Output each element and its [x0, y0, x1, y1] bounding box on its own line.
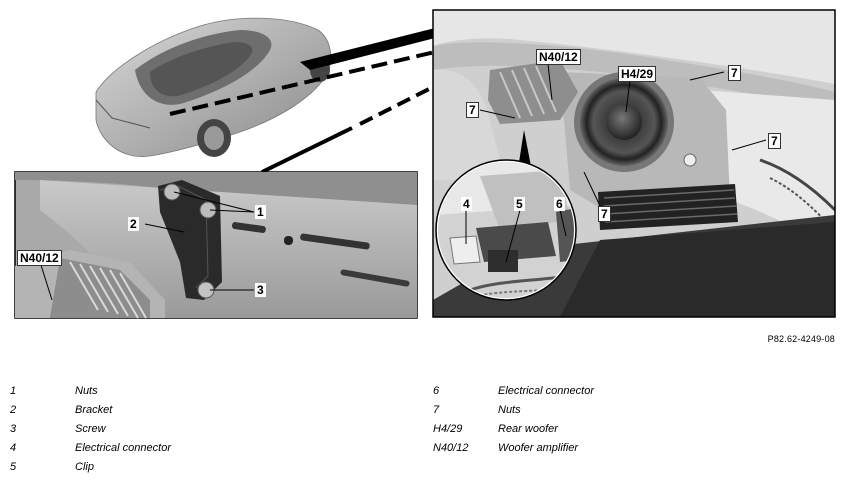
callout-3: 3 [255, 283, 266, 297]
legend-row: 2 Bracket [10, 400, 171, 419]
legend-key: 2 [10, 403, 17, 416]
car-overview [95, 17, 332, 157]
connector-zoom-inset [435, 159, 577, 301]
pointer-wedge-top [300, 28, 435, 70]
pointer-line-left-panel [261, 126, 353, 174]
callout-h4-29: H4/29 [618, 66, 657, 82]
legend-key: 5 [10, 460, 17, 473]
legend-right: 6 Electrical connector 7 Nuts H4/29 Rear wo… [433, 381, 594, 457]
figure-code: P82.62-4249-08 [767, 334, 835, 344]
callout-7-bottom: 7 [598, 206, 611, 222]
legend-row: 1 Nuts [10, 381, 171, 400]
legend-row: 3 Screw [10, 419, 171, 438]
legend-key: H4/29 [433, 422, 463, 435]
legend-desc: Rear woofer [498, 422, 558, 435]
legend-key: N40/12 [433, 441, 469, 454]
legend-left: 1 Nuts 2 Bracket 3 Screw 4 Electrical connec… [10, 381, 171, 476]
legend-desc: Bracket [75, 403, 113, 416]
legend-row: 5 Clip [10, 457, 171, 476]
legend-key: 4 [10, 441, 17, 454]
legend-row: 6 Electrical connector [433, 381, 594, 400]
legend-row: N40/12 Woofer amplifier [433, 438, 594, 457]
diagram-illustration [14, 9, 836, 319]
callout-n40-12-left: N40/12 [17, 250, 62, 266]
legend-key: 6 [433, 384, 440, 397]
callout-7-right: 7 [768, 133, 781, 149]
legend-desc: Electrical connector [498, 384, 594, 397]
legend-key: 7 [433, 403, 440, 416]
legend-desc: Clip [75, 460, 94, 473]
legend-desc: Nuts [498, 403, 521, 416]
legend-row: 7 Nuts [433, 400, 594, 419]
callout-2: 2 [128, 217, 139, 231]
legend-key: 1 [10, 384, 17, 397]
callout-4: 4 [461, 197, 472, 211]
callout-6: 6 [554, 197, 565, 211]
bracket-detail-photo [14, 171, 418, 319]
callout-5: 5 [514, 197, 525, 211]
legend-key: 3 [10, 422, 17, 435]
callout-1: 1 [255, 205, 266, 219]
pointer-dashed-line-2 [359, 84, 436, 126]
legend-row: H4/29 Rear woofer [433, 419, 594, 438]
callout-7-left: 7 [466, 102, 479, 118]
callout-n40-12-right: N40/12 [536, 49, 581, 65]
callout-7-top-right: 7 [728, 65, 741, 81]
legend-row: 4 Electrical connector [10, 438, 171, 457]
legend-desc: Nuts [75, 384, 98, 397]
legend-desc: Woofer amplifier [498, 441, 579, 454]
legend-desc: Electrical connector [75, 441, 171, 454]
legend-desc: Screw [75, 422, 106, 435]
